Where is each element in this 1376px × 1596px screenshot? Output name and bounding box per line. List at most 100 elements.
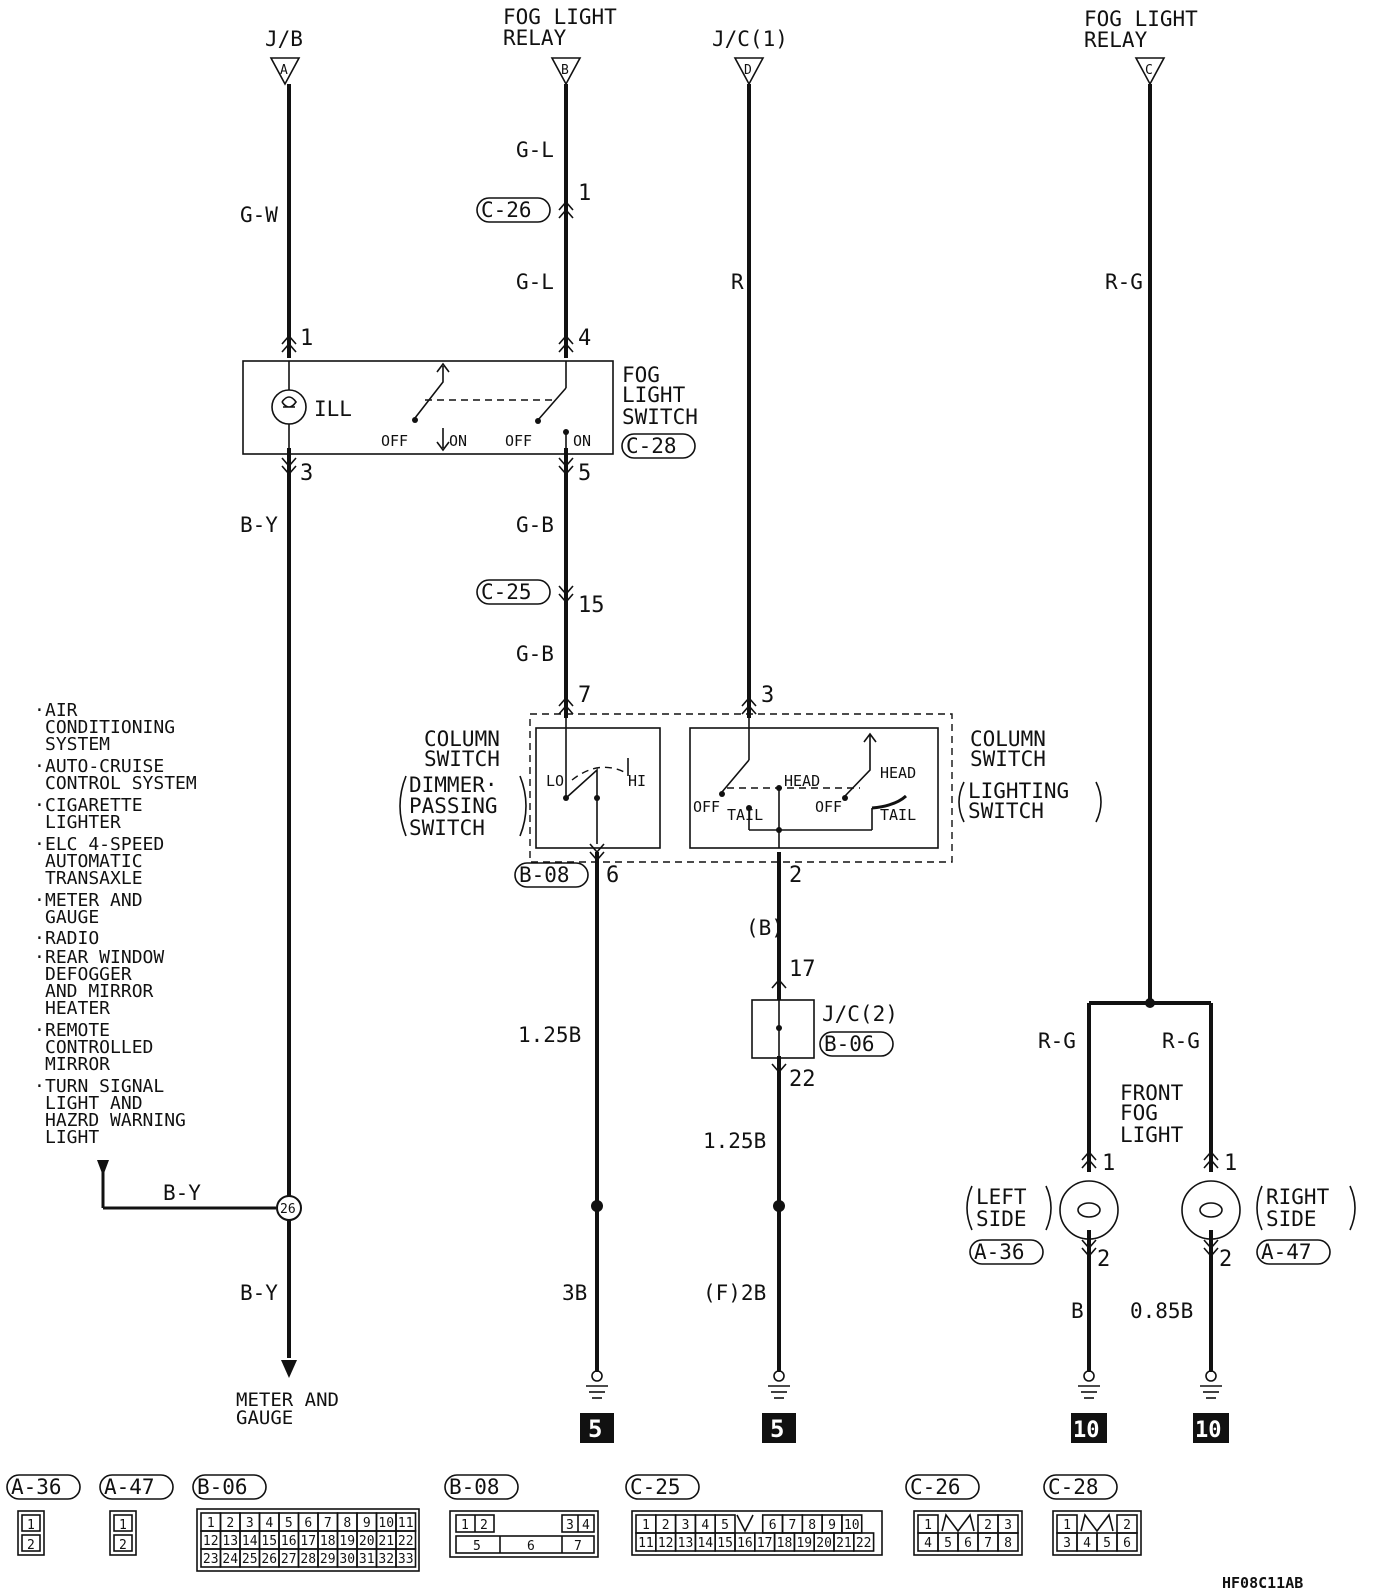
- ground-2: 5: [762, 1370, 796, 1443]
- svg-text:·: ·: [34, 928, 45, 949]
- lighting-off1: OFF: [693, 798, 720, 816]
- dimmer-label5: SWITCH: [409, 816, 485, 840]
- pin-label: 10: [378, 1516, 394, 1531]
- dimmer-hi: HI: [628, 772, 646, 790]
- pin-label: 17: [757, 1536, 773, 1551]
- svg-text:HEATER: HEATER: [45, 998, 110, 1019]
- legend-b08-label: B-08: [449, 1475, 500, 1499]
- pin-label: 9: [363, 1516, 371, 1531]
- pin-label: 1: [924, 1518, 932, 1533]
- svg-text:LIGHT: LIGHT: [45, 1127, 99, 1148]
- svg-text:B-06: B-06: [824, 1032, 875, 1056]
- svg-text:REAR WINDOW: REAR WINDOW: [45, 947, 164, 968]
- systems-list: · AIR CONDITIONING SYSTEM · AUTO-CRUISE …: [34, 700, 197, 1148]
- pin-label: 26: [261, 1552, 277, 1567]
- diagram-code: HF08C11AB: [1222, 1574, 1303, 1592]
- tag-b06: B-06: [819, 1031, 894, 1057]
- wire-label-b-left: B: [1071, 1299, 1084, 1323]
- svg-text:1: 1: [119, 1518, 127, 1533]
- front-fog-label3: LIGHT: [1120, 1123, 1184, 1147]
- pin-label: 6: [304, 1516, 312, 1531]
- svg-text:B-08: B-08: [519, 863, 570, 887]
- tag-c25: C-25: [476, 579, 551, 605]
- pin-17: 17: [789, 957, 816, 982]
- svg-text:A-47: A-47: [1261, 1240, 1312, 1264]
- pin-1-c26: 1: [578, 181, 591, 206]
- wire-label-rg-left: R-G: [1038, 1029, 1076, 1053]
- wire-column-c: [1087, 84, 1213, 1372]
- pin-7: 7: [578, 683, 591, 708]
- svg-text:10: 10: [1073, 1418, 1100, 1443]
- pin-label: 7: [789, 1518, 797, 1533]
- terminal-letter-a: A: [280, 63, 288, 78]
- wire-label-gb2: G-B: [516, 642, 554, 666]
- pin-label: 11: [398, 1516, 414, 1531]
- pin-label: 20: [816, 1536, 832, 1551]
- pin-label: 23: [203, 1552, 219, 1567]
- ground-3: 10: [1071, 1370, 1107, 1443]
- pin-label: 6: [1123, 1536, 1131, 1551]
- pin-label: 32: [378, 1552, 394, 1567]
- pin-label: 7: [324, 1516, 332, 1531]
- terminal-letter-b: B: [561, 63, 569, 78]
- connector-chevrons: [281, 200, 1219, 1258]
- pin-4: 4: [578, 326, 591, 351]
- front-fog-light: FRONT FOG LIGHT LEFT SIDE RIGHT SIDE: [966, 1081, 1356, 1240]
- svg-text:MIRROR: MIRROR: [45, 1054, 110, 1075]
- pin-5: 5: [578, 461, 591, 486]
- svg-text:2: 2: [27, 1538, 35, 1553]
- svg-text:METER AND: METER AND: [236, 1389, 339, 1411]
- fog-relay-b-label1: FOG LIGHT: [503, 5, 617, 29]
- pin-label: 3: [1063, 1536, 1071, 1551]
- pin-label: 11: [638, 1536, 654, 1551]
- lighting-head1: HEAD: [784, 772, 820, 790]
- pin-label: 27: [281, 1552, 297, 1567]
- pin-label: 3: [1004, 1518, 1012, 1533]
- svg-text:1: 1: [461, 1518, 469, 1533]
- pin-label: 14: [242, 1534, 258, 1549]
- svg-text:AIR: AIR: [45, 700, 78, 721]
- svg-text:LIGHTER: LIGHTER: [45, 812, 121, 833]
- wire-label-by3: B-Y: [240, 1281, 278, 1305]
- dimmer-label1: COLUMN: [424, 727, 500, 751]
- wire-label-gw: G-W: [240, 203, 278, 227]
- svg-text:3: 3: [566, 1518, 574, 1533]
- joint-connector-2: J/C(2): [751, 999, 898, 1059]
- pin-label: 8: [343, 1516, 351, 1531]
- terminal-jc1-label: J/C(1): [712, 27, 788, 51]
- fog-switch-off1: OFF: [381, 432, 408, 450]
- pin-label: 8: [1004, 1536, 1012, 1551]
- fog-relay-b-label2: RELAY: [503, 26, 567, 50]
- pin-6: 6: [606, 863, 619, 888]
- pin-label: 17: [300, 1534, 316, 1549]
- legend-c28-label: C-28: [1048, 1475, 1099, 1499]
- front-fog-label1: FRONT: [1120, 1081, 1184, 1105]
- pin-label: 29: [320, 1552, 336, 1567]
- pin-label: 5: [944, 1536, 952, 1551]
- pin-cell: [852, 1532, 875, 1552]
- svg-text:METER AND: METER AND: [45, 890, 143, 911]
- tag-b08: B-08: [514, 862, 589, 888]
- pin-label: 24: [222, 1552, 238, 1567]
- pin-label: 5: [1103, 1536, 1111, 1551]
- wire-label-rg-right: R-G: [1162, 1029, 1200, 1053]
- svg-text:GAUGE: GAUGE: [45, 907, 99, 928]
- meter-and-gauge-label: METER AND GAUGE: [236, 1389, 339, 1429]
- pin-label: 33: [398, 1552, 414, 1567]
- fog-switch-on1: ON: [449, 432, 467, 450]
- lighting-label4: SWITCH: [968, 799, 1044, 823]
- fog-light-switch: ILL OFF ON OFF ON FOG LIGHT SWITCH C-28: [242, 360, 698, 459]
- legend-a47-label: A-47: [104, 1475, 155, 1499]
- svg-text:CIGARETTE: CIGARETTE: [45, 795, 143, 816]
- wire-column-a: [281, 84, 297, 1378]
- splice-26-label: 26: [280, 1202, 296, 1217]
- ground-1: 5: [580, 1370, 614, 1443]
- svg-text:·: ·: [34, 795, 45, 816]
- legend-c25-label: C-25: [630, 1475, 681, 1499]
- pin-label: 2: [1123, 1518, 1131, 1533]
- svg-text:1: 1: [27, 1518, 35, 1533]
- svg-text:C-26: C-26: [481, 198, 532, 222]
- svg-text:·: ·: [34, 1020, 45, 1041]
- svg-text:GAUGE: GAUGE: [236, 1407, 293, 1429]
